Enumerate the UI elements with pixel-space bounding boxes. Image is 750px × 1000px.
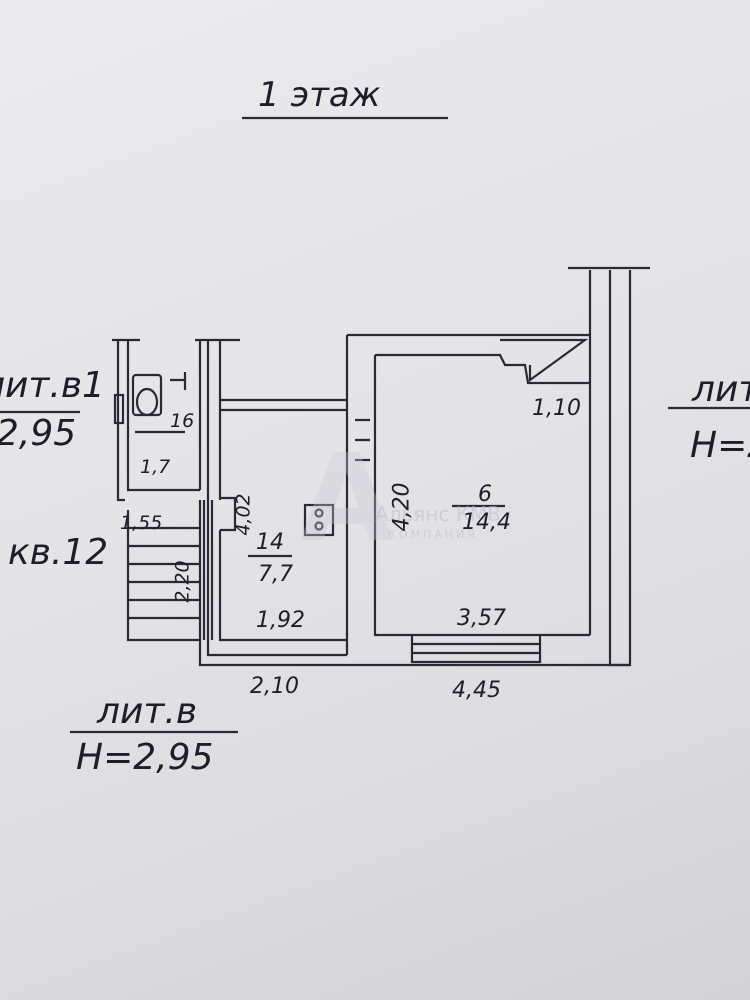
right-height-label: Н=2 [690,425,750,466]
window-frame [410,635,542,664]
right-lit-label: лит [692,369,750,410]
main-room-width-dim: 3,57 [457,606,506,631]
wc-outer-wall [116,340,125,502]
corridor-floor-line [218,530,347,642]
dimension-ticks [355,418,370,462]
corridor-width-dim: 1,92 [256,608,305,633]
stair-rail [202,500,214,640]
wc-room-area: 1,7 [140,456,171,478]
wc-inner-wall [126,340,200,492]
toilet-bowl [135,387,159,417]
bottom-lit-label: лит.в [97,691,198,732]
bottom-dim-left: 2,10 [250,674,299,699]
apartment-label: кв.12 [8,532,109,573]
wc-window [113,393,125,425]
wc-room-number: 16 [170,410,195,432]
door-jamb [220,496,237,532]
corridor-height-dim: 4,02 [232,493,255,536]
watermark-subtext: КОМПАНИЯ [388,528,478,541]
building-bottom-wall [198,500,630,667]
toilet-tank-outline [131,373,163,417]
floor-title: 1 этаж [258,75,381,115]
stairs-outline [126,510,200,642]
sink-mark [170,372,187,390]
main-room-inner [373,355,590,637]
main-room-area: 14,4 [462,510,511,535]
watermark-text: Альянс КМВ [375,502,501,526]
watermark-logo: А [300,430,393,569]
left-lit-label: лит.в1 [0,365,105,406]
main-room-number: 6 [478,482,492,507]
corridor-left-wall [206,340,347,657]
stairs-dim-top: 1,55 [120,512,163,534]
right-wall [608,270,632,667]
bottom-height-label: Н=2,95 [76,737,214,778]
corridor-top-walls [220,398,347,412]
stove-outline [303,503,335,537]
niche-wedge [500,338,589,383]
corridor-room-area: 7,7 [258,562,293,587]
main-room-height-dim: 4,20 [389,482,415,532]
niche-dim: 1,10 [532,396,581,421]
corridor-room-number: 14 [256,530,284,555]
stairs-dim-side: 2,20 [171,560,194,603]
stair-treads [128,526,200,620]
bottom-dim-right: 4,45 [452,678,501,703]
left-height-label: 2,95 [0,413,77,454]
main-room-top-inner [375,353,590,385]
